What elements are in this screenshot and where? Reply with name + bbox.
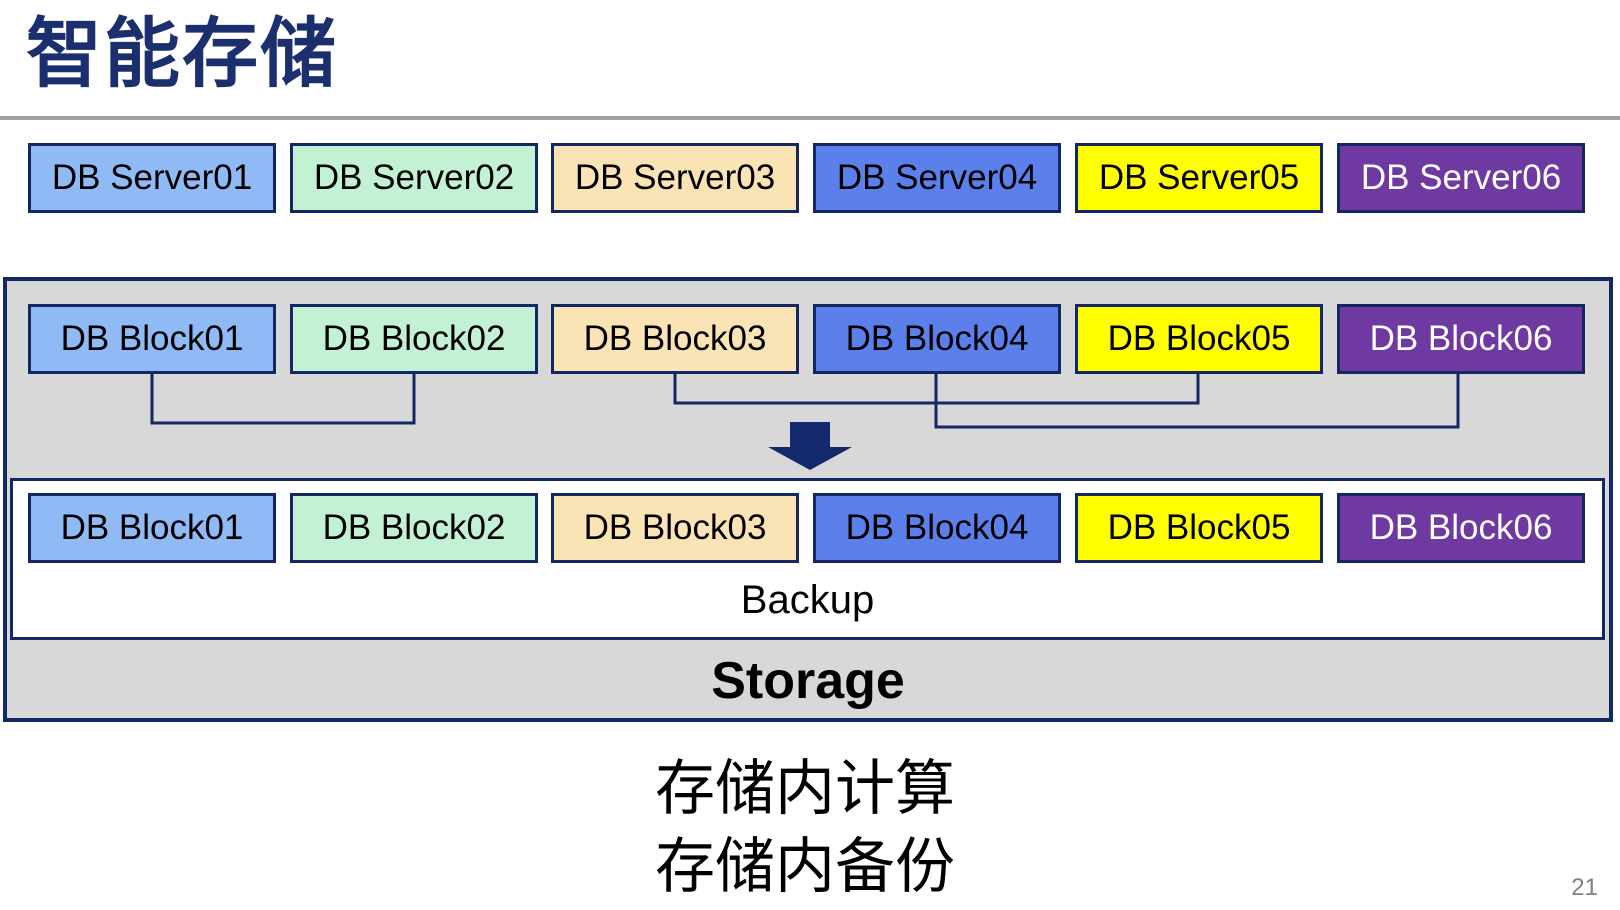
page-number: 21 [1571,874,1598,901]
caption: 存储内计算 存储内备份 [655,750,955,906]
page-title: 智能存储 [26,12,338,97]
db-block-row-backup-box-3: DB Block03 [551,493,799,563]
db-block-row-source-box-1: DB Block01 [28,304,276,374]
db-block-row-source-box-5: DB Block05 [1075,304,1323,374]
db-block-row-backup-box-4: DB Block04 [813,493,1061,563]
storage-label: Storage [711,652,905,710]
db-block-row-source-box-2: DB Block02 [290,304,538,374]
db-block-row-backup-box-6: DB Block06 [1337,493,1585,563]
server-row-box-4: DB Server04 [813,143,1061,213]
db-block-row-backup-box-2: DB Block02 [290,493,538,563]
caption-line-2: 存储内备份 [655,833,955,900]
db-block-row-source-box-4: DB Block04 [813,304,1061,374]
title-divider [0,116,1620,120]
server-row-box-2: DB Server02 [290,143,538,213]
caption-line-1: 存储内计算 [655,755,955,822]
db-block-row-source-box-6: DB Block06 [1337,304,1585,374]
server-row-box-1: DB Server01 [28,143,276,213]
backup-label: Backup [740,578,875,622]
db-block-row-backup-box-1: DB Block01 [28,493,276,563]
server-row-box-5: DB Server05 [1075,143,1323,213]
server-row-box-3: DB Server03 [551,143,799,213]
db-block-row-source-box-3: DB Block03 [551,304,799,374]
db-block-row-backup-box-5: DB Block05 [1075,493,1323,563]
server-row-box-6: DB Server06 [1337,143,1585,213]
